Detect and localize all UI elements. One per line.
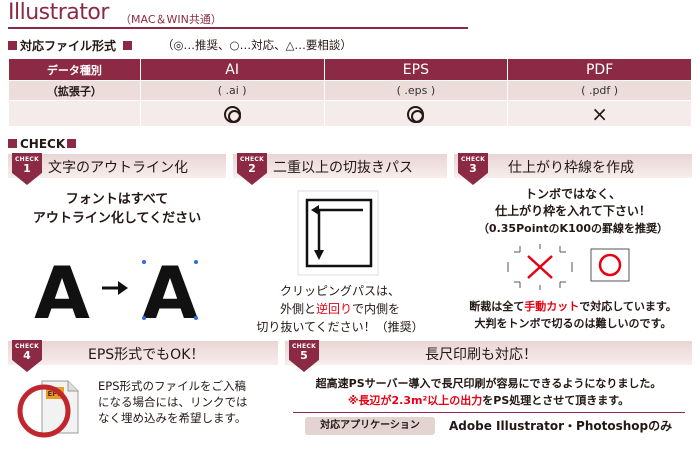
- card-title: 二重以上の切抜きパス: [273, 160, 413, 176]
- row-header-ext: （拡張子）: [8, 80, 141, 101]
- card-text: EPS形式のファイルをご入稿 になる場合には、リンクでは なく埋め込みを希望しま…: [98, 379, 248, 425]
- divider: [293, 412, 685, 413]
- table-row: ×: [8, 100, 692, 127]
- ext-ai: ( .ai ): [139, 80, 325, 101]
- double-circle-icon: [223, 105, 241, 123]
- check-label-text: CHECK: [20, 137, 66, 151]
- double-circle-icon: [407, 105, 425, 123]
- trim-marks-wrong: [507, 244, 573, 290]
- square-bullet-icon: [67, 139, 77, 148]
- trim-frame-correct: [590, 248, 630, 282]
- card-text: 断裁は全て手動カットで対応しています。 大判をトンボで切るのは難しいのです。: [469, 300, 677, 330]
- ext-eps: ( .eps ): [323, 80, 509, 101]
- card-text: トンボではなく、 仕上がり枠を入れて下さい！ （0.35PointのK100の罫…: [477, 187, 669, 235]
- app-label-tag: 対応アプリケーション: [305, 417, 435, 435]
- card-header: [8, 154, 226, 178]
- format-table: データ種別 AI EPS PDF （拡張子） ( .ai ) ( .eps ) …: [8, 58, 692, 127]
- col-eps: EPS: [323, 58, 509, 81]
- sample-letter-outlined: A: [142, 251, 198, 330]
- col-ai: AI: [139, 58, 325, 81]
- table-row: （拡張子） ( .ai ) ( .eps ) ( .pdf ): [8, 80, 692, 101]
- status-blank: [8, 100, 141, 127]
- status-eps: [323, 100, 509, 127]
- card-text: 超高速PSサーバー導入で長尺印刷が容易にできるようになりました。 ※長辺が2.3…: [315, 377, 662, 407]
- cross-icon: ×: [591, 102, 608, 126]
- app-value: Adobe Illustrator・Photoshopのみ: [449, 419, 673, 433]
- card-title: 仕上がり枠線を作成: [508, 160, 634, 176]
- square-bullet-icon: [8, 139, 17, 148]
- outline-sample-image: A A: [32, 240, 212, 330]
- card-title: EPS形式でもOK！: [88, 347, 205, 363]
- card-title: 長尺印刷も対応！: [425, 347, 537, 363]
- card-text: クリッピングパスは、 外側と逆回りで内側を 切り抜いてください！（推奨）: [256, 284, 424, 334]
- sample-letter-font: A: [34, 251, 90, 330]
- symbol-legend: （◎…推奨、○…対応、△…要相談）: [162, 38, 352, 52]
- clipping-path-diagram: [297, 190, 379, 276]
- status-pdf: ×: [507, 100, 692, 127]
- ext-pdf: ( .pdf ): [507, 80, 692, 101]
- formats-label-text: 対応ファイル形式: [20, 39, 117, 53]
- card-header: [8, 341, 278, 365]
- card-text: フォントはすべて アウトライン化してください: [32, 192, 202, 226]
- check-label: CHECK: [8, 137, 79, 151]
- title-row: Illustrator （MAC＆WIN共通）: [8, 0, 468, 29]
- svg-text:EPS: EPS: [48, 390, 63, 398]
- card-header: [454, 154, 692, 178]
- square-bullet-icon: [123, 41, 133, 50]
- card-title: 文字のアウトライン化: [48, 160, 188, 176]
- table-row: データ種別 AI EPS PDF: [8, 58, 692, 81]
- formats-label: 対応ファイル形式: [8, 37, 135, 54]
- row-header-type: データ種別: [8, 58, 141, 81]
- eps-file-icon: EPS: [17, 380, 79, 438]
- status-ai: [139, 100, 325, 127]
- page-title: Illustrator: [8, 0, 109, 25]
- square-bullet-icon: [8, 41, 17, 50]
- card-header: [285, 341, 692, 365]
- card-header: [233, 154, 447, 178]
- col-pdf: PDF: [507, 58, 692, 81]
- page-subtitle: （MAC＆WIN共通）: [120, 13, 222, 26]
